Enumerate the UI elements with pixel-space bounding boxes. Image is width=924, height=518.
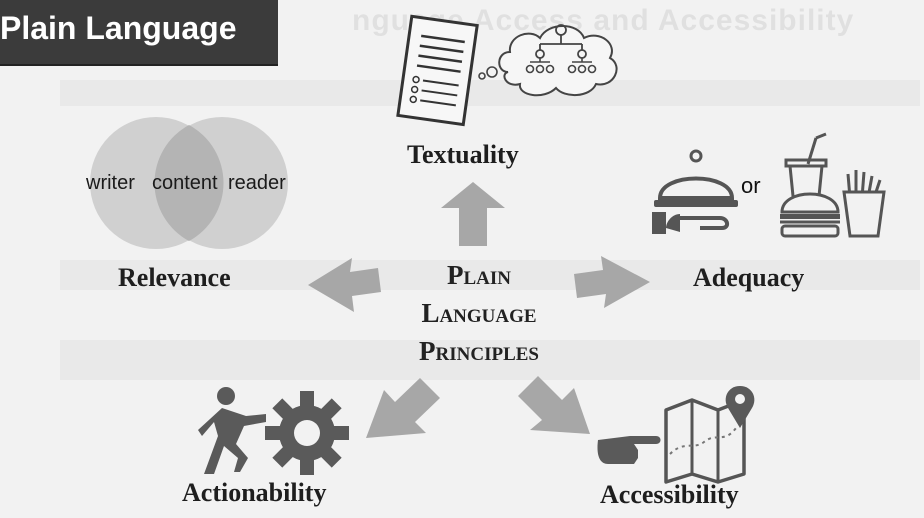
center-line-1: Plain <box>446 260 511 290</box>
relevance-label: Relevance <box>118 263 231 292</box>
hierarchy-icon <box>525 24 597 74</box>
pointing-hand-icon <box>597 436 661 464</box>
venn-overlap <box>154 125 224 241</box>
gear-icon <box>265 391 349 475</box>
pushing-person-icon <box>198 387 266 474</box>
cloche-icon <box>652 149 738 234</box>
arrow-down-left <box>366 378 440 438</box>
map-icon <box>664 386 755 484</box>
adequacy-label: Adequacy <box>693 263 805 292</box>
arrow-down-right <box>518 376 590 434</box>
or-connector: or <box>741 173 761 198</box>
thought-cloud-icon <box>478 25 618 97</box>
arrow-left <box>308 258 381 312</box>
venn-label-writer: writer <box>86 172 135 194</box>
accessibility-label: Accessibility <box>600 480 739 509</box>
title-banner: Plain Language <box>0 0 278 66</box>
center-title: Plain Language Principles <box>386 256 572 370</box>
arrow-up <box>441 182 505 246</box>
document-icon <box>396 14 479 127</box>
center-line-2: Language <box>421 298 537 328</box>
actionability-label: Actionability <box>182 478 327 507</box>
fast-food-icon <box>780 132 886 238</box>
fries-icon <box>842 170 886 238</box>
textuality-label: Textuality <box>407 140 519 169</box>
page-title: Plain Language <box>0 10 237 46</box>
burger-icon <box>780 192 840 238</box>
center-line-3: Principles <box>419 336 539 366</box>
venn-diagram <box>90 117 288 249</box>
venn-label-reader: reader <box>228 172 286 194</box>
venn-label-content: content <box>152 172 218 194</box>
location-pin-icon <box>725 386 755 428</box>
arrow-right <box>574 256 650 308</box>
